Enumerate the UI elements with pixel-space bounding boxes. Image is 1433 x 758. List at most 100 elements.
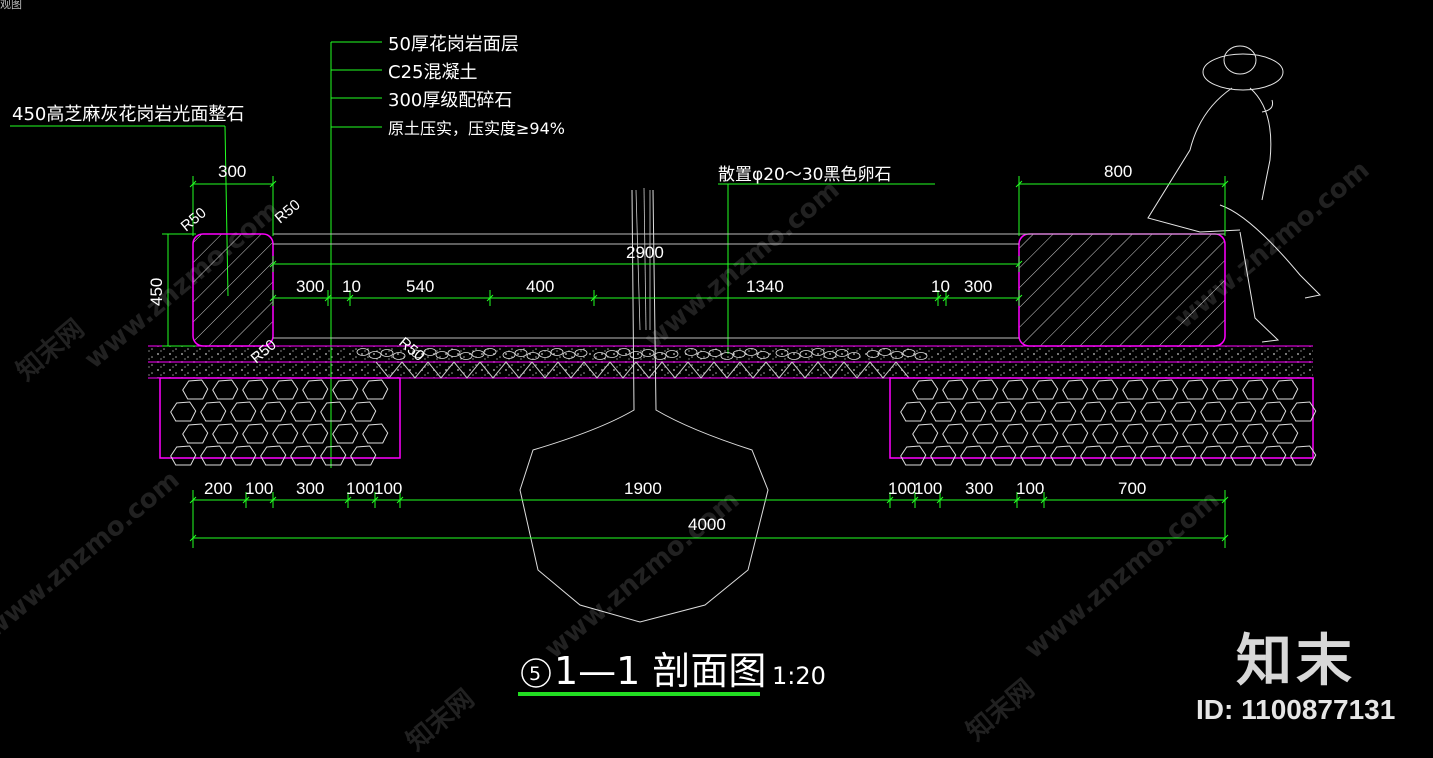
pebble xyxy=(732,350,746,358)
rubble-stone xyxy=(1032,379,1059,400)
rubble-stone xyxy=(1080,445,1107,466)
dim-mid-6: 10 xyxy=(931,277,950,296)
title-scale: 1:20 xyxy=(772,662,826,690)
pebble xyxy=(617,348,631,356)
rubble-stone xyxy=(1050,401,1077,422)
pebble xyxy=(629,351,643,359)
dimension-ticks xyxy=(189,176,1229,546)
dim-bot-3: 300 xyxy=(296,479,324,498)
rubble-stone xyxy=(990,445,1017,466)
drainage-sawtooth xyxy=(375,361,910,379)
pebble xyxy=(847,352,861,360)
rubble-stone xyxy=(1050,445,1077,466)
pebble xyxy=(550,348,564,356)
rubble-stone xyxy=(1080,401,1107,422)
rubble-stone xyxy=(1002,423,1029,444)
rubble-stone xyxy=(1230,445,1257,466)
rubble-stone xyxy=(1062,379,1089,400)
dim-top-right: 800 xyxy=(1104,162,1132,181)
pebble xyxy=(392,352,406,360)
rubble-stone xyxy=(1062,423,1089,444)
rubble-stone xyxy=(1110,445,1137,466)
pebble xyxy=(653,352,667,360)
rubble-stone xyxy=(1272,379,1299,400)
rubble-stone xyxy=(1182,423,1209,444)
pebble xyxy=(380,349,394,357)
rubble-stone xyxy=(212,423,239,444)
layer-labels: 50厚花岗岩面层 C25混凝土 300厚级配碎石 原土压实，压实度≥94% xyxy=(388,34,565,138)
tree-trunk-lines xyxy=(635,187,651,331)
radius-label-b: R50 xyxy=(272,196,304,227)
rubble-stone xyxy=(930,401,957,422)
rubble-stone xyxy=(302,423,329,444)
brand-id: ID: 1100877131 xyxy=(1196,694,1396,725)
rubble-stone xyxy=(1230,401,1257,422)
guide-lines xyxy=(273,233,1225,339)
dim-bot-10: 100 xyxy=(1016,479,1044,498)
rubble-stone xyxy=(1290,445,1317,466)
rubble-stone xyxy=(972,423,999,444)
rubble-stone xyxy=(1122,423,1149,444)
pebble xyxy=(696,351,710,359)
pebble xyxy=(823,351,837,359)
rubble-stone xyxy=(350,445,377,466)
rubble-stone xyxy=(1002,379,1029,400)
dim-bot-7: 100 xyxy=(888,479,916,498)
human-figure xyxy=(1147,45,1322,343)
rubble-stone xyxy=(912,423,939,444)
pebble xyxy=(526,352,540,360)
rubble-stone xyxy=(332,423,359,444)
pebble xyxy=(538,350,552,358)
pebble xyxy=(562,351,576,359)
rubble-stone xyxy=(1140,445,1167,466)
rubble-stone xyxy=(242,379,269,400)
rubble-stone xyxy=(1212,423,1239,444)
pebble xyxy=(502,351,516,359)
dim-mid-4: 400 xyxy=(526,277,554,296)
right-foundation xyxy=(889,377,1314,459)
rubble-stone xyxy=(170,401,197,422)
rubble-stone xyxy=(1092,379,1119,400)
dim-bot-6: 1900 xyxy=(624,479,662,498)
pebble xyxy=(665,350,679,358)
rubble-stone xyxy=(1140,401,1167,422)
pebble xyxy=(411,350,425,358)
dim-bot-4: 100 xyxy=(346,479,374,498)
rubble-stone xyxy=(912,379,939,400)
rubble-stone xyxy=(1182,379,1209,400)
rubble-stone xyxy=(290,445,317,466)
rubble-stone xyxy=(990,401,1017,422)
rubble-stone xyxy=(362,423,389,444)
pebble xyxy=(866,350,880,358)
rubble-stone xyxy=(1110,401,1137,422)
rubble-stone xyxy=(930,445,957,466)
left-rubble-stones xyxy=(170,379,389,466)
pebble xyxy=(641,349,655,357)
pebble xyxy=(423,348,437,356)
rubble-stone xyxy=(320,445,347,466)
dim-bot-5: 100 xyxy=(374,479,402,498)
rubble-stone xyxy=(332,379,359,400)
pebble xyxy=(435,351,449,359)
rubble-stone xyxy=(230,401,257,422)
pebble xyxy=(902,349,916,357)
rubble-stone xyxy=(1170,445,1197,466)
pebble xyxy=(483,348,497,356)
pebble xyxy=(775,349,789,357)
rubble-stone xyxy=(960,401,987,422)
title-number: 5 xyxy=(529,663,541,685)
rubble-stone xyxy=(200,401,227,422)
rubble-stone xyxy=(290,401,317,422)
rubble-stone xyxy=(1242,423,1269,444)
pebble-bed xyxy=(356,348,928,360)
dimensions xyxy=(162,178,1226,548)
rubble-stone xyxy=(182,423,209,444)
rubble-stone xyxy=(1170,401,1197,422)
dim-height-left: 450 xyxy=(147,278,166,306)
pebble xyxy=(744,348,758,356)
layer-label-1: 50厚花岗岩面层 xyxy=(388,34,519,55)
radius-label-a: R50 xyxy=(178,204,210,235)
rubble-stone xyxy=(272,423,299,444)
rubble-stone xyxy=(1272,423,1299,444)
